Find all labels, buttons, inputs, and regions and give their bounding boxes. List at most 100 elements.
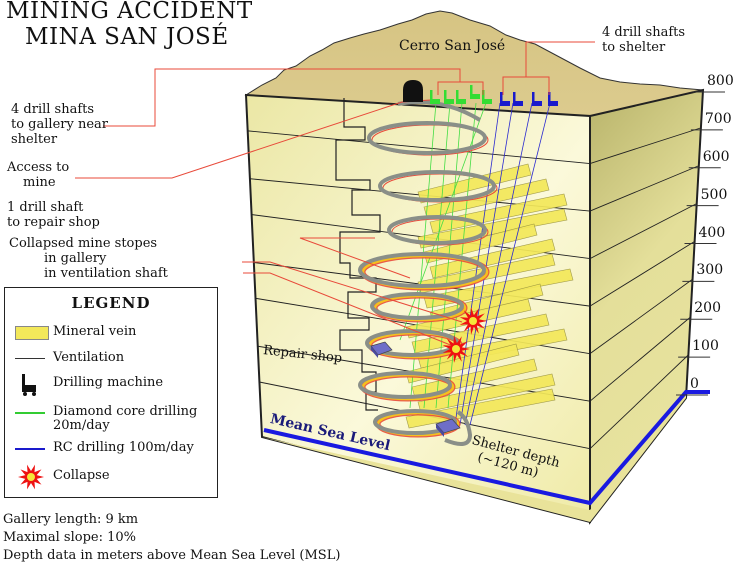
diamond-drill-line	[399, 102, 487, 341]
collapse-burst-icon	[18, 464, 44, 490]
gallery-ramp	[367, 121, 487, 155]
legend-label: Mineral vein	[53, 324, 137, 339]
callout-line	[242, 261, 463, 323]
depth-tick-label: 400	[698, 224, 726, 241]
stratum-line-side	[589, 354, 689, 450]
mineral-vein	[405, 388, 556, 429]
callout-line: to gallery near	[11, 117, 108, 132]
mineral-veins	[405, 163, 574, 429]
callout-line: in ventilation shaft	[44, 266, 168, 281]
legend-title: LEGEND	[71, 294, 151, 312]
drill-mast	[470, 85, 473, 98]
drill-mast	[532, 92, 535, 105]
drill-mast	[430, 90, 433, 103]
drilling-machine-icon	[470, 85, 480, 99]
callout-line: to repair shop	[7, 215, 100, 230]
gallery-ramp	[387, 215, 487, 245]
drill-mast	[500, 92, 503, 105]
drill-body	[456, 99, 466, 104]
mineral-vein-swatch-icon	[15, 326, 49, 340]
mineral-vein	[429, 193, 568, 234]
collapses	[442, 307, 487, 363]
drilling-machine-icon	[456, 90, 466, 104]
drilling-machine-icon	[513, 92, 523, 106]
ventilation-shaft	[335, 98, 381, 411]
drill-body	[430, 99, 440, 104]
callout-line: shelter	[11, 132, 58, 147]
callout-access: Access to mine	[7, 160, 69, 190]
mineral-vein	[405, 343, 520, 384]
ventilation-path	[335, 98, 381, 411]
callout-line: 1 drill shaft	[7, 200, 84, 215]
mine-access-icon	[403, 80, 423, 102]
legend-label: Ventilation	[53, 350, 125, 365]
note-maximal-slope: Maximal slope: 10%	[3, 530, 136, 545]
depth-tick-label: 300	[696, 262, 724, 279]
drill-body	[500, 101, 510, 106]
drill-mast	[456, 90, 459, 103]
note-gallery-length: Gallery length: 9 km	[3, 512, 139, 527]
depth-tick-label: 0	[690, 376, 699, 392]
callout-line	[103, 68, 461, 127]
bottom-strip	[262, 395, 686, 522]
stratum-line-side	[589, 279, 693, 355]
depth-tick-label: 200	[694, 300, 721, 317]
callout-repair-shaft: 1 drill shaft to repair shop	[7, 200, 100, 230]
drilling-machine-icon	[22, 374, 36, 396]
title-line-1: MINING ACCIDENT	[6, 0, 253, 24]
stratum-line-side	[589, 316, 691, 402]
drill-body	[513, 101, 523, 106]
callout-line	[243, 272, 459, 349]
callout-line: Collapsed mine stopes	[9, 236, 158, 251]
drilling-machine-icon	[532, 92, 542, 106]
callout-line	[299, 237, 411, 279]
rc-drill-line	[469, 102, 551, 426]
diamond-drill-line	[447, 102, 477, 409]
rc-drill-line	[464, 102, 533, 426]
callout-drill-shafts-shelter: 4 drill shafts to shelter	[602, 25, 685, 55]
callout-line: to shelter	[602, 40, 666, 55]
mean-sea-level-line	[263, 390, 710, 506]
gallery-end	[444, 410, 473, 446]
legend: LEGEND Mineral vein Ventilation Drilling…	[4, 287, 218, 498]
mountain-label: Cerro San José	[399, 38, 506, 54]
rc-drilling-line-icon	[15, 448, 45, 450]
callout-drill-shafts-gallery: 4 drill shafts to gallery near shelter	[11, 102, 108, 147]
stratum-line-side	[589, 241, 695, 307]
stratum-line-side	[589, 127, 702, 164]
legend-label: Diamond core drilling	[53, 404, 198, 419]
depth-tick-label: 800	[707, 73, 734, 89]
drill-mast	[513, 92, 516, 105]
rc-drill-line	[459, 102, 514, 426]
drill-mast	[548, 92, 551, 105]
depth-tick-label: 700	[704, 110, 732, 127]
drill-body	[532, 101, 542, 106]
title-line-2: MINA SAN JOSÉ	[25, 24, 229, 50]
drilling-machine-icon	[430, 90, 440, 104]
shelter-icon	[435, 418, 461, 437]
callout-line: 4 drill shafts	[11, 102, 95, 117]
diamond-drilling-line-icon	[15, 412, 45, 414]
legend-label: Drilling machine	[53, 375, 164, 390]
spiral-gallery	[358, 100, 498, 446]
note-depth-data: Depth data in meters above Mean Sea Leve…	[3, 548, 341, 563]
mineral-vein	[423, 268, 574, 309]
legend-label: Collapse	[53, 468, 110, 483]
callout-collapsed: Collapsed mine stopes in gallery in vent…	[9, 236, 168, 281]
legend-label-2: 20m/day	[53, 418, 110, 433]
stratum-line-side	[589, 165, 699, 212]
burst-core	[469, 317, 477, 325]
collapse-burst-icon	[442, 335, 470, 363]
callout-line: mine	[23, 175, 56, 190]
drill-mast	[444, 90, 447, 103]
callout-line: Access to	[7, 160, 70, 175]
stratum-line-front	[247, 130, 591, 164]
drilling-machine-icon	[500, 92, 510, 106]
collapse-burst-icon	[459, 307, 487, 335]
ventilation-line-icon	[15, 358, 45, 359]
notes: Gallery length: 9 km Maximal slope: 10% …	[3, 511, 340, 565]
side-face	[589, 88, 705, 525]
drilling-machines	[430, 85, 558, 106]
page-title: MINING ACCIDENT MINA SAN JOSÉ	[6, 0, 253, 50]
